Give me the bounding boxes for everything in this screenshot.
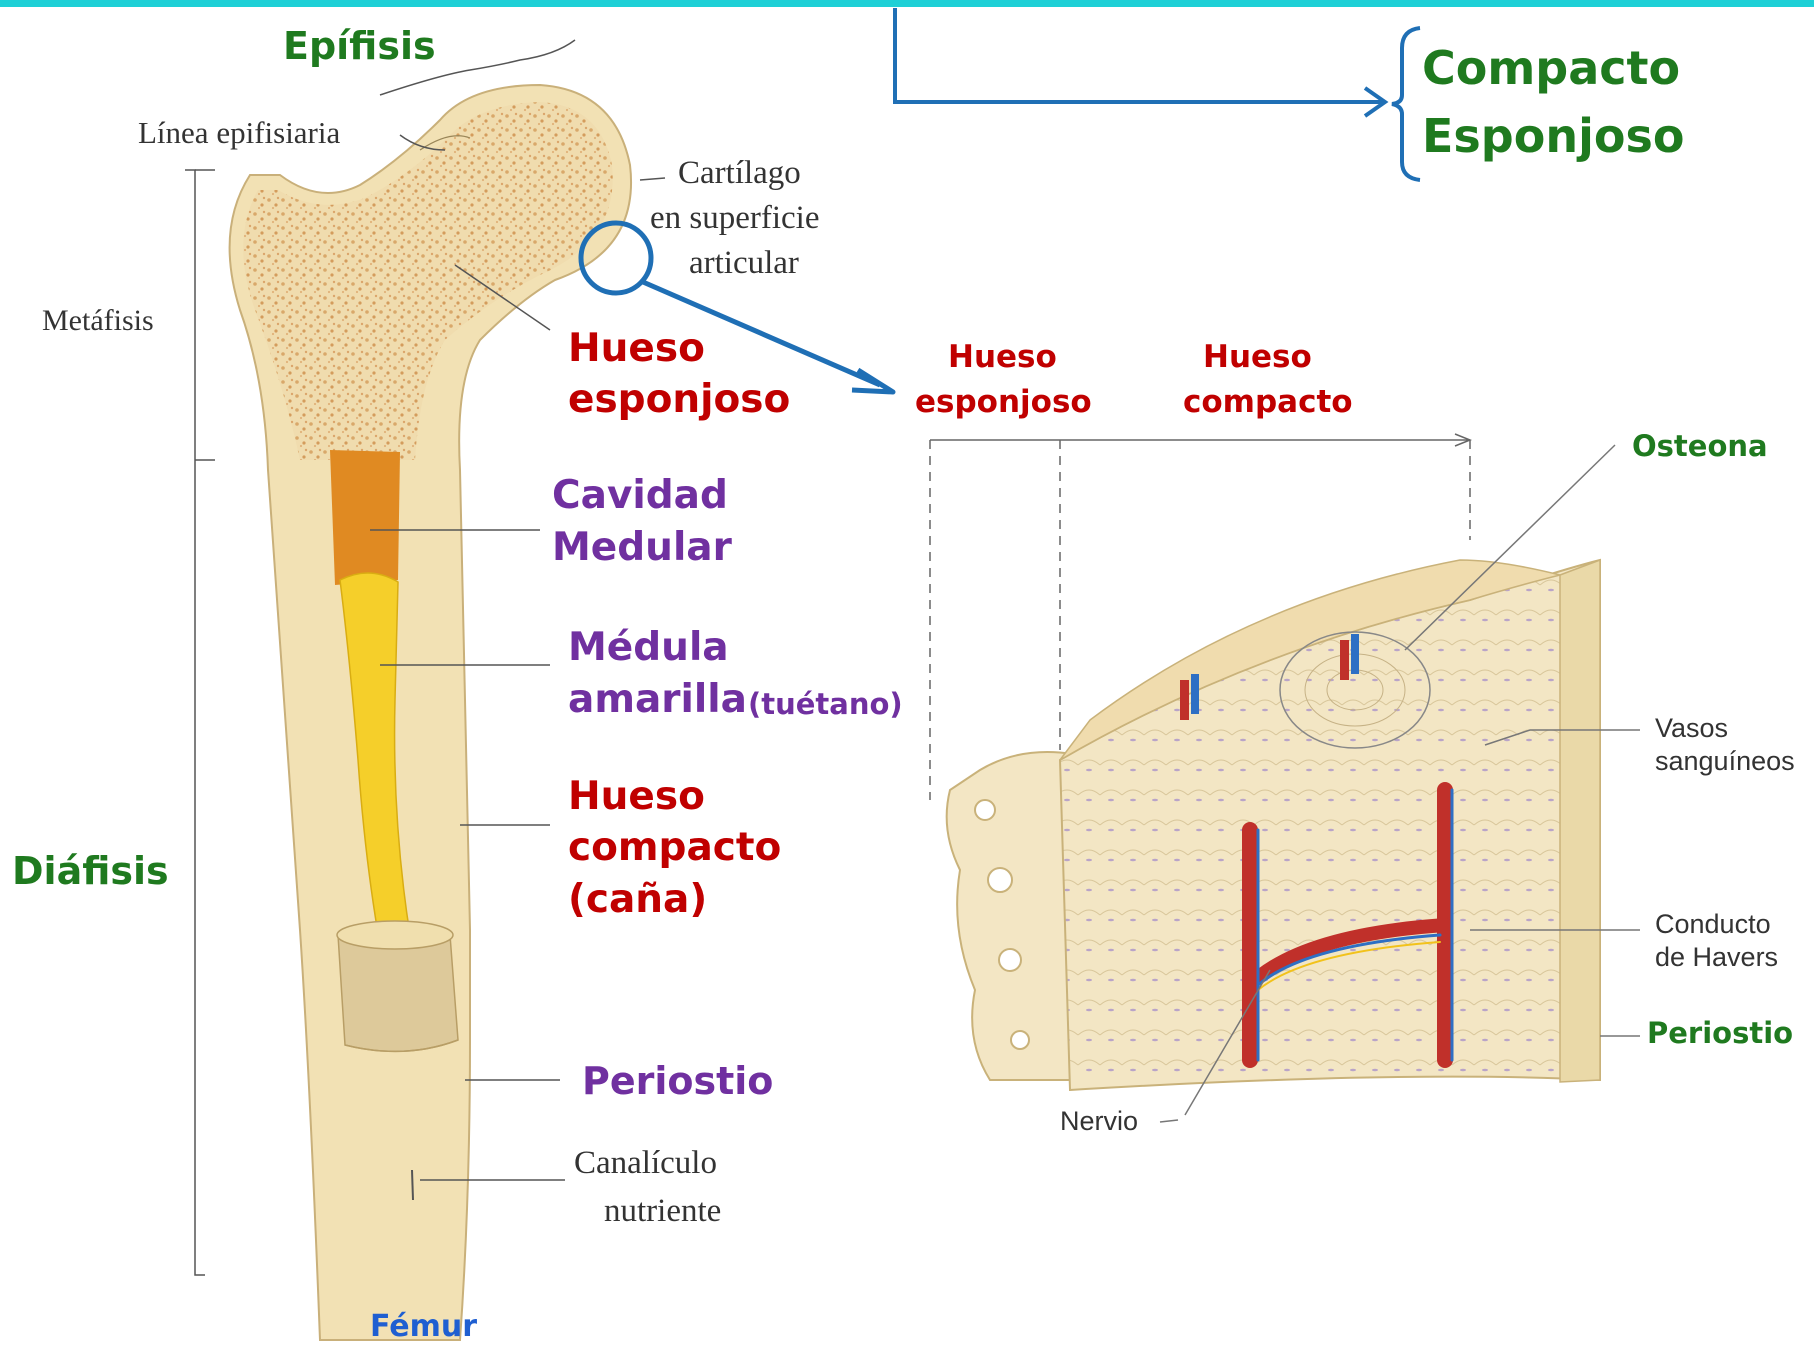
detail-label-vasos-1: Vasos (1655, 712, 1728, 744)
label-cavidad-medular-1: Cavidad (552, 474, 728, 519)
classification-compacto: Compacto (1422, 42, 1680, 95)
label-hueso-esponjoso-2: esponjoso (568, 378, 790, 423)
detail-label-periostio: Periostio (1647, 1017, 1793, 1050)
label-cartilago-2: en superficie (650, 200, 820, 238)
detail-label-hueso-esponjoso-1: Hueso (948, 340, 1057, 376)
figure-caption-femur: Fémur (370, 1310, 477, 1345)
label-cartilago-1: Cartílago (678, 155, 801, 193)
label-metafisis: Metáfisis (42, 304, 154, 339)
classification-esponjoso: Esponjoso (1422, 110, 1684, 163)
detail-label-nervio: Nervio (1060, 1105, 1138, 1137)
label-diafisis: Diáfisis (12, 850, 169, 894)
detail-label-conducto-2: de Havers (1655, 941, 1778, 973)
classification-brace (1392, 28, 1420, 180)
label-medula-amarilla-1: Médula (568, 626, 729, 671)
label-hueso-compacto-3: (caña) (568, 878, 707, 923)
detail-label-vasos-2: sanguíneos (1655, 745, 1795, 777)
label-medula-amarilla-2: amarilla (568, 678, 747, 723)
label-epifisis: Epífisis (283, 25, 436, 69)
label-hueso-compacto-2: compacto (568, 826, 781, 871)
detail-label-hueso-compacto-1: Hueso (1203, 340, 1312, 376)
detail-label-osteona: Osteona (1632, 430, 1768, 463)
medullary-cavity-shape (330, 450, 400, 585)
label-hueso-compacto-1: Hueso (568, 775, 705, 820)
label-hueso-esponjoso-1: Hueso (568, 327, 705, 372)
label-canaliculo-1: Canalículo (574, 1145, 717, 1183)
label-periostio: Periostio (582, 1060, 773, 1104)
detail-label-conducto-1: Conducto (1655, 908, 1771, 940)
detail-label-hueso-esponjoso-2: esponjoso (915, 385, 1092, 421)
label-cavidad-medular-2: Medular (552, 526, 732, 571)
label-tuetano: (tuétano) (748, 688, 903, 721)
detail-label-hueso-compacto-2: compacto (1183, 385, 1353, 421)
classification-connector (895, 8, 1420, 180)
label-cartilago-3: articular (689, 245, 799, 283)
label-canaliculo-2: nutriente (604, 1193, 721, 1231)
label-linea-epifisiaria: Línea epifisiaria (138, 115, 340, 151)
osteon-detail-illustration (930, 434, 1640, 1122)
